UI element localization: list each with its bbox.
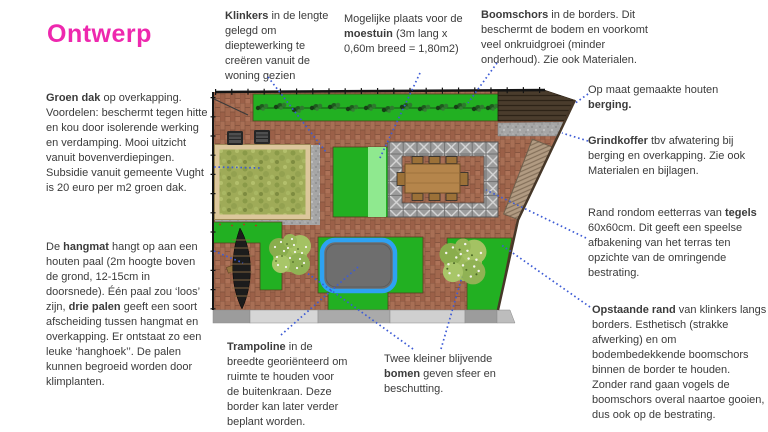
- annotation-grindkoffer: Grindkoffer tbv afwatering bij berging e…: [588, 135, 746, 177]
- sidewalk: [212, 309, 516, 324]
- gate-line: [213, 98, 249, 116]
- green-roof-overkapping: [214, 144, 320, 225]
- annotation-groen-dak: Groen dak op overkapping. Voordelen: bes…: [46, 92, 208, 194]
- hammock: [226, 227, 252, 310]
- flowering-tree-right: [439, 238, 487, 285]
- bottom-left-border: [213, 221, 283, 291]
- gravel-pit: [497, 121, 569, 137]
- top-border: [252, 93, 501, 122]
- annotation-boomschors: Boomschors in de borders. Dit beschermt …: [481, 9, 648, 66]
- garden-plan: [210, 87, 577, 324]
- page-title: Ontwerp: [47, 20, 152, 48]
- dining-table: [404, 163, 461, 194]
- storage-shed: [497, 90, 575, 122]
- trampoline: [319, 237, 398, 294]
- grill-right: [253, 129, 271, 145]
- center-lawn: [332, 146, 398, 218]
- terrace: [387, 141, 499, 218]
- annotation-berging: Op maat gemaakte houten berging.: [588, 84, 719, 111]
- annotation-opstaande-rand: Opstaande rand van klinkers langs border…: [592, 304, 767, 421]
- flowering-tree-left: [269, 234, 311, 275]
- annotation-klinkers: Klinkers in de lengte gelegd om dieptewe…: [225, 10, 329, 82]
- annotation-moestuin: Mogelijke plaats voor de moestuin (3m la…: [344, 13, 463, 55]
- annotation-tegels: Rand rondom eetterras van tegels 60x60cm…: [588, 207, 757, 279]
- annotation-trampoline: Trampoline in de breedte georiënteerd om…: [227, 341, 348, 428]
- vegetable-garden-strip: [368, 147, 386, 217]
- annotation-hangmat: De hangmat hangt op aan een houten paal …: [46, 241, 202, 388]
- annotation-bomen: Twee kleiner blijvende bomen geven sfeer…: [384, 353, 496, 395]
- grill-left: [226, 130, 244, 146]
